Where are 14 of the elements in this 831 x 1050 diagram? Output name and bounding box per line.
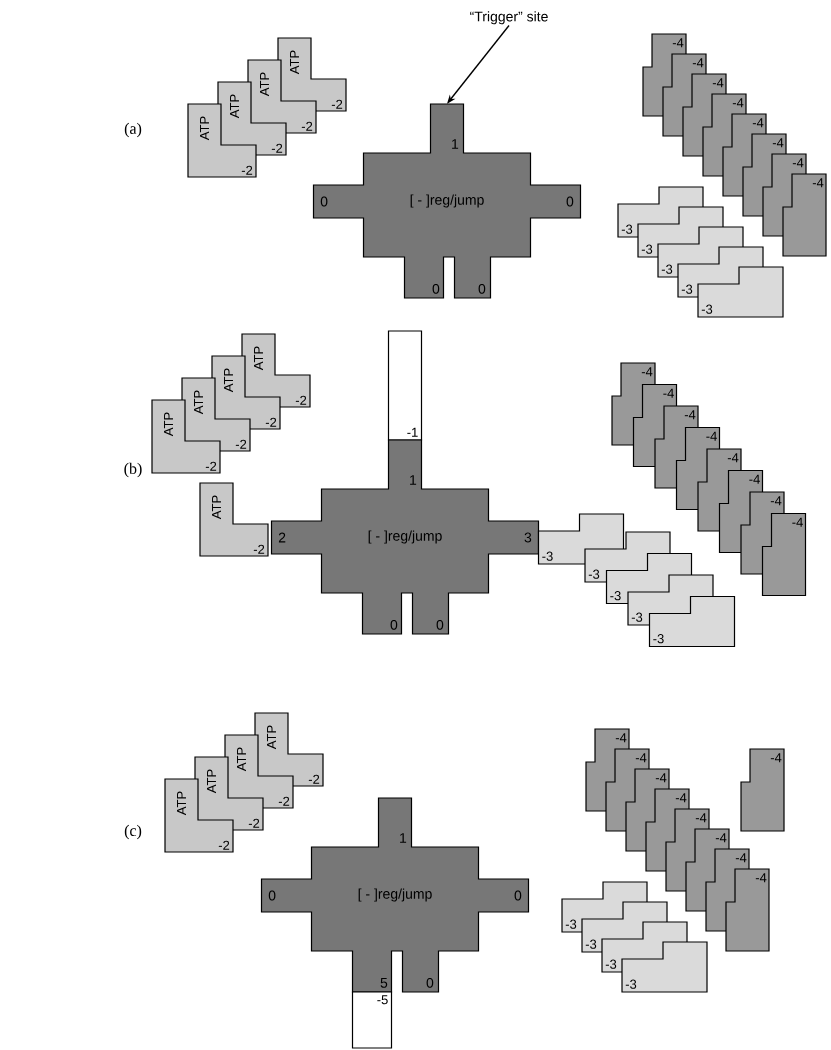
tile: -5	[351, 991, 393, 1049]
dotted-tile: -3	[697, 266, 784, 318]
tile: -4	[725, 868, 770, 952]
panel-label: (b)	[124, 462, 142, 478]
panel-label: (a)	[124, 122, 142, 138]
tile: -4	[740, 748, 785, 832]
tile: -4	[782, 173, 827, 257]
panel-label: (c)	[124, 824, 142, 840]
atp-tile: ATP -2	[199, 482, 269, 557]
tile: -1	[387, 330, 423, 441]
dotted-tile: -3	[621, 941, 708, 993]
dotted-tile: -3	[648, 595, 736, 648]
callout-text: “Trigger” site	[470, 11, 548, 25]
tile: -4	[761, 512, 807, 597]
